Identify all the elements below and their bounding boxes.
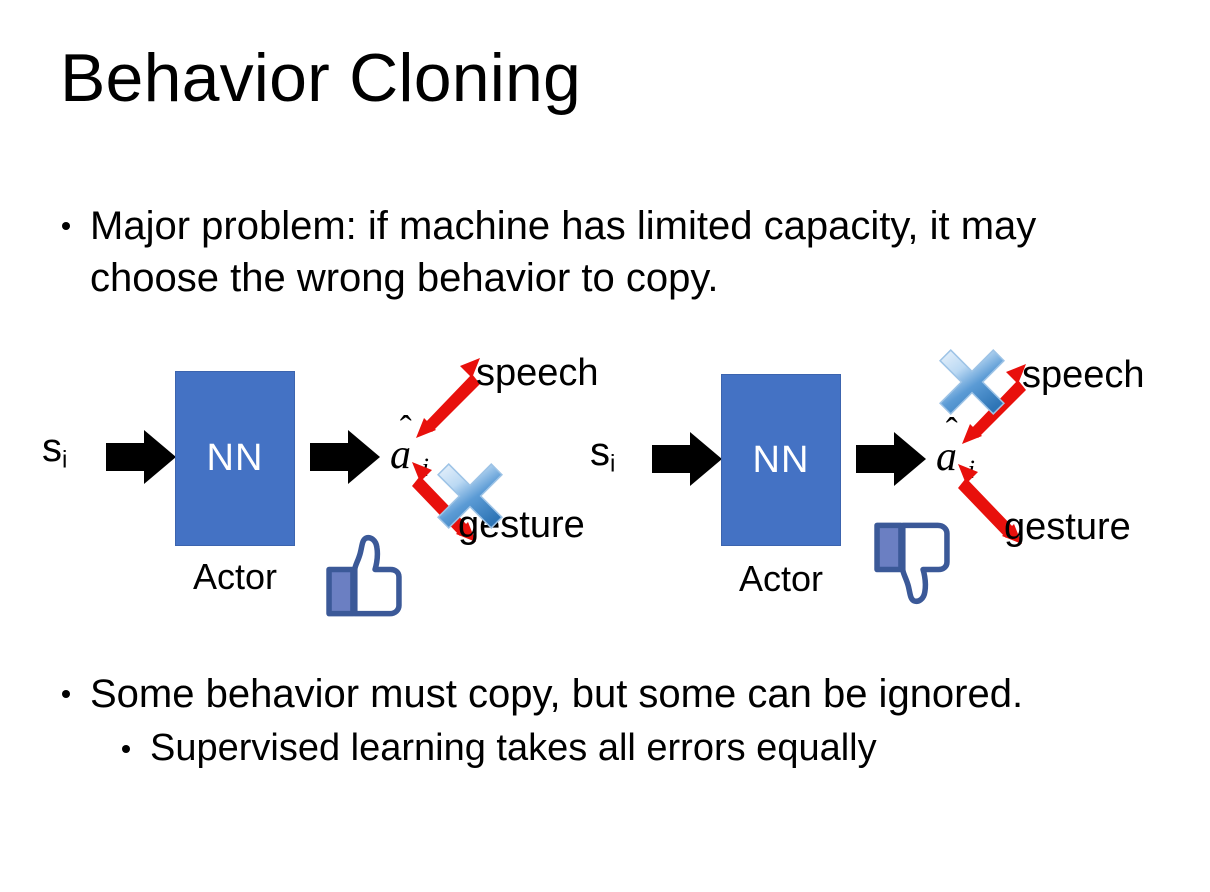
bullet-item: Some behavior must copy, but some can be… [58,668,1168,720]
bullet-dot-icon [62,690,70,699]
branch-arrow-speech-left [416,358,480,438]
branch-arrow-gesture-right [958,464,1022,544]
nn-box-label: NN [206,437,264,479]
bullet-item-sub: Supervised learning takes all errors equ… [58,724,1168,773]
nn-box-label: NN [752,438,810,481]
output-arrow-left [310,430,380,484]
bullet-dot-icon [62,222,70,231]
branch-label-speech-right: speech [1022,354,1145,396]
bullet-item: Major problem: if machine has limited ca… [58,200,1168,304]
diagram-left: si NN Actor [0,336,605,636]
thumbs-down-icon-right [874,522,950,604]
page-title: Behavior Cloning [60,40,582,116]
input-arrow-right [652,432,722,486]
branch-label-gesture-right: gesture [1004,506,1131,548]
bullet-dot-icon [122,745,130,754]
cross-out-icon-speech-right [939,349,1005,415]
diagram-right: si NN Actor [548,336,1153,636]
state-input-label-right: si [590,430,616,478]
input-arrow-left [106,430,176,484]
action-output-label-left: a ̂ i [390,432,429,483]
cross-out-icon-gesture-left [437,463,503,529]
nn-box-right: NN [721,374,841,546]
bottom-bullet-list: Some behavior must copy, but some can be… [58,668,1168,773]
top-bullet-list: Major problem: if machine has limited ca… [58,200,1168,304]
actor-label-right: Actor [738,558,824,599]
bullet-text: Supervised learning takes all errors equ… [150,727,877,769]
diagram-area: si NN Actor [0,336,1210,636]
nn-box-left: NN [175,371,295,546]
bullet-text: Major problem: if machine has limited ca… [90,204,1037,300]
actor-label-left: Actor [192,556,278,597]
state-input-label-left: si [42,426,68,474]
bullet-text: Some behavior must copy, but some can be… [90,672,1024,716]
branch-label-speech-left: speech [476,352,599,394]
action-output-label-right: a ̂ i [936,434,975,485]
thumbs-up-icon-left [326,535,402,617]
output-arrow-right [856,432,926,486]
